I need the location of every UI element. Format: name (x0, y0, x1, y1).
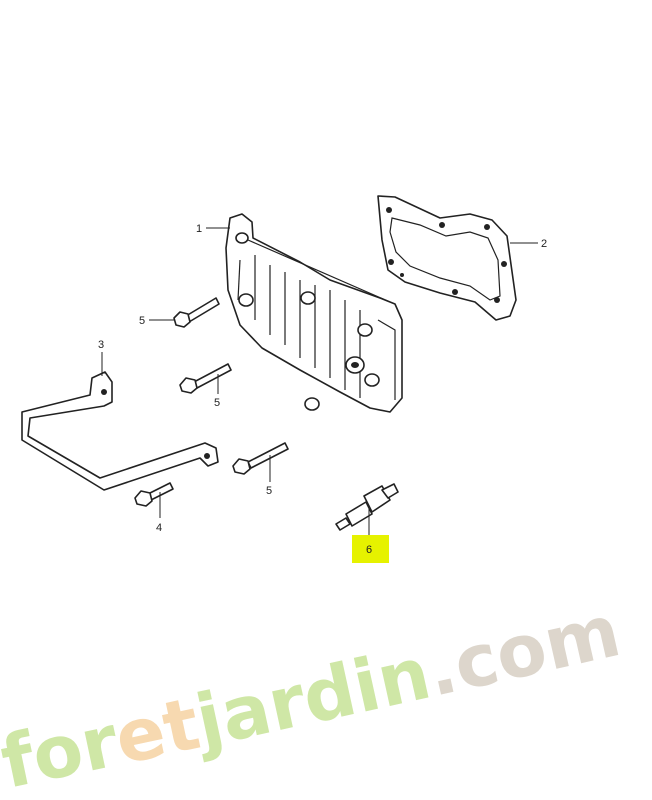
label-4[interactable]: 4 (156, 522, 162, 534)
leader-lines (101, 227, 538, 536)
watermark-com: .com (419, 588, 627, 713)
watermark-et: et (108, 681, 207, 781)
bolt-5-lower[interactable] (232, 442, 289, 475)
label-5-upper[interactable]: 5 (139, 315, 145, 327)
label-6[interactable]: 6 (366, 544, 372, 556)
bracket[interactable] (21, 371, 219, 491)
label-5-middle[interactable]: 5 (214, 397, 220, 409)
spark-plug[interactable] (335, 483, 399, 531)
label-5-lower[interactable]: 5 (266, 485, 272, 497)
bolt-5-upper[interactable] (173, 297, 220, 328)
cylinder-head[interactable] (225, 213, 403, 413)
watermark-jardin: jardin (186, 631, 438, 764)
bolt-5-middle[interactable] (179, 363, 232, 394)
head-gasket[interactable] (377, 195, 517, 321)
watermark-logo: foretjardin.com (0, 588, 628, 800)
highlight-box (352, 535, 389, 563)
label-2[interactable]: 2 (541, 238, 547, 250)
bolt-4[interactable] (134, 482, 174, 507)
label-3[interactable]: 3 (98, 339, 104, 351)
label-1[interactable]: 1 (196, 223, 202, 235)
watermark-for: for (0, 698, 126, 800)
